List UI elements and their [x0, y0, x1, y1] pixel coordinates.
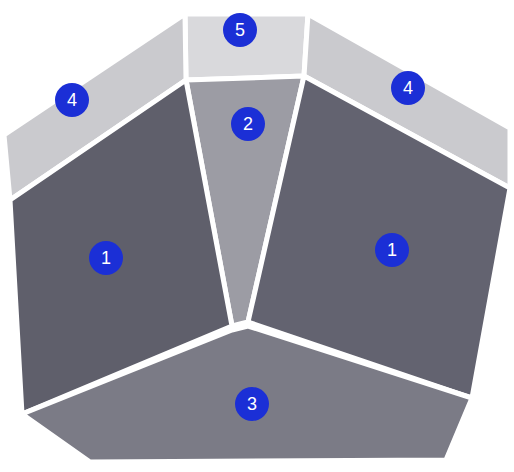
bottom-face [22, 326, 472, 462]
callout-number: 1 [89, 241, 123, 275]
callout-number: 4 [55, 83, 89, 117]
callout-number: 1 [375, 233, 409, 267]
callout-number: 2 [231, 107, 265, 141]
top-face [185, 14, 308, 80]
callout-number: 3 [235, 387, 269, 421]
callout-number: 5 [223, 13, 257, 47]
callout-number: 4 [391, 71, 425, 105]
